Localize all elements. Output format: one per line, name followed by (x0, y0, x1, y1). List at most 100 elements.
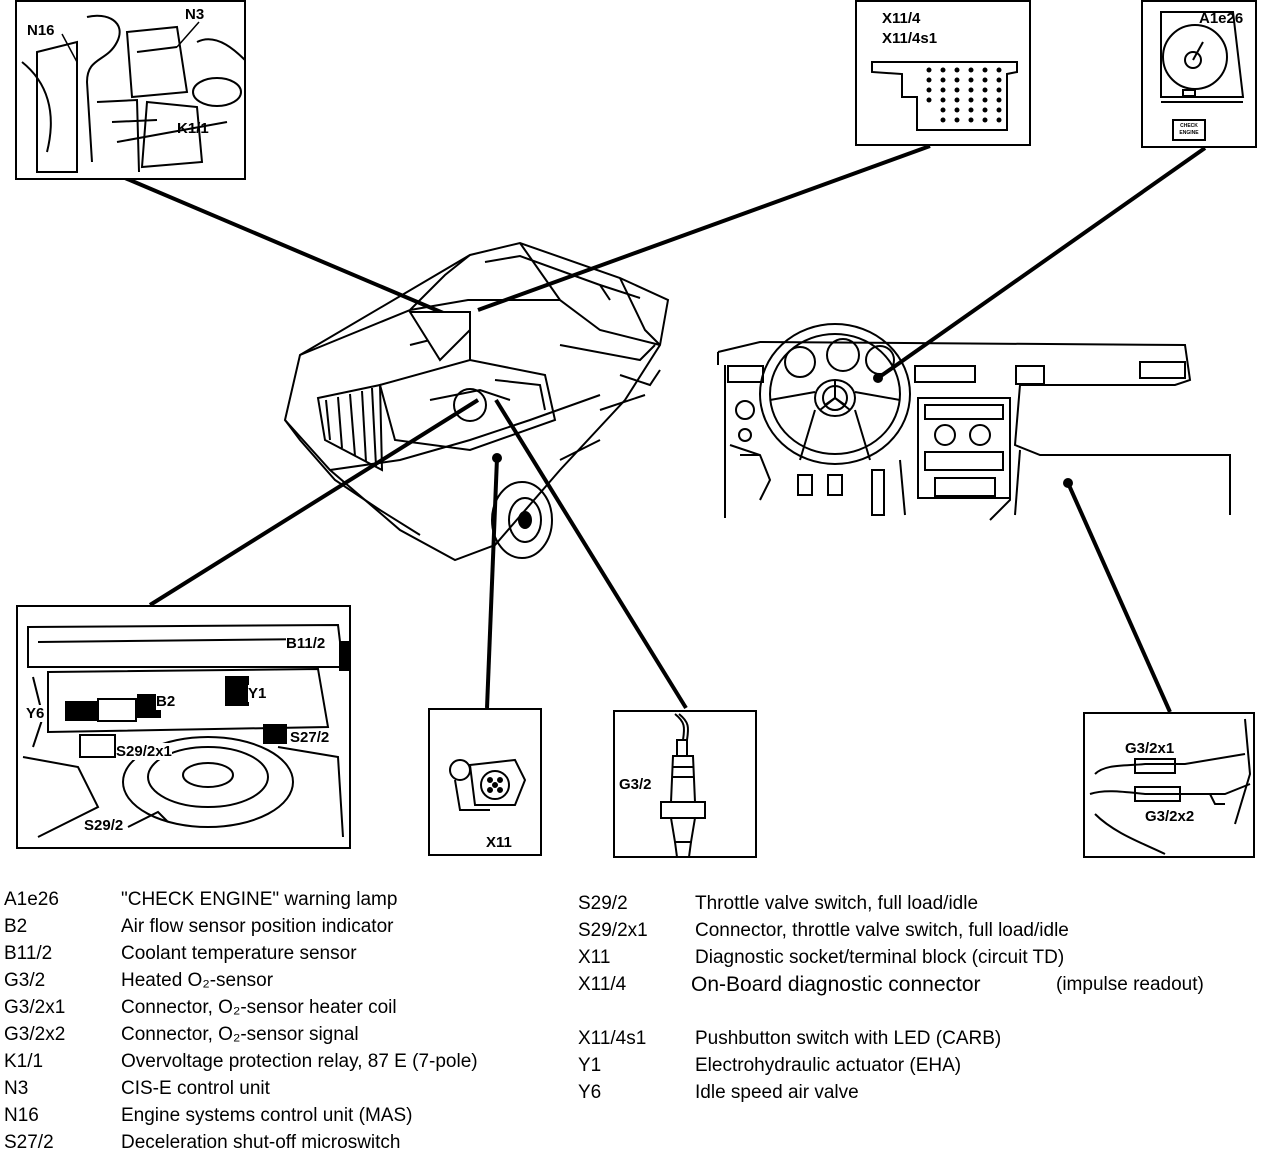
legend-code: X11/4 (578, 974, 627, 995)
legend-code: K1/1 (4, 1051, 44, 1072)
connector-pin (954, 67, 960, 73)
legend-row: B11/2 Coolant temperature sensor (4, 940, 564, 967)
legend-row: K1/1 Overvoltage protection relay, 87 E (… (4, 1048, 564, 1075)
legend-description: On-Board diagnostic connector (691, 973, 981, 996)
legend-right: S29/2 Throttle valve switch, full load/id… (578, 890, 1268, 1106)
legend-description: Connector, throttle valve switch, full l… (695, 920, 1069, 941)
legend-description: Heated O₂-sensor (121, 970, 274, 991)
callout-g3-2x2: G3/2x2 (1145, 808, 1195, 825)
connector-pin (954, 117, 960, 123)
o2-connectors-drawing (1089, 718, 1252, 855)
callout-x11-4s1: X11/4s1 (882, 30, 938, 47)
detail-box-a1e26: A1e26 CHECK ENGINE (1141, 0, 1257, 148)
legend-row: X11/4s1 Pushbutton switch with LED (CARB) (578, 1025, 1268, 1052)
legend-description: Deceleration shut-off microswitch (121, 1132, 401, 1153)
callout-n3: N3 (185, 6, 205, 23)
connector-pin (940, 97, 946, 103)
connector-pin (996, 87, 1002, 93)
callout-g3-2: G3/2 (619, 776, 652, 793)
legend-description-extra: (impulse readout) (1056, 974, 1204, 995)
legend-description: CIS-E control unit (121, 1078, 270, 1099)
legend-description: Overvoltage protection relay, 87 E (7-po… (121, 1051, 478, 1072)
legend-row: X11 Diagnostic socket/terminal block (cir… (578, 944, 1268, 971)
connector-pin (982, 117, 988, 123)
connector-pin (996, 97, 1002, 103)
legend-row: G3/2x1 Connector, O₂-sensor heater coil (4, 994, 564, 1021)
legend-code: A1e26 (4, 889, 59, 910)
connector-pin (968, 107, 974, 113)
check-engine-lamp-label: CHECK ENGINE (1179, 123, 1199, 136)
callout-x11-4: X11/4 (882, 10, 921, 27)
legend-row: A1e26 "CHECK ENGINE" warning lamp (4, 886, 564, 913)
connector-pin (954, 107, 960, 113)
connector-pin (968, 117, 974, 123)
connector-pin (982, 87, 988, 93)
legend-code: G3/2x2 (4, 1024, 66, 1045)
connector-pin (926, 87, 932, 93)
legend-code: B11/2 (4, 943, 53, 964)
legend-description: Electrohydraulic actuator (EHA) (695, 1055, 962, 1076)
legend-code: S29/2x1 (578, 920, 648, 941)
connector-pin (954, 97, 960, 103)
connector-pin (968, 67, 974, 73)
callout-b11-2: B11/2 (286, 635, 326, 652)
connector-pin (982, 97, 988, 103)
legend-row: Y1 Electrohydraulic actuator (EHA) (578, 1052, 1268, 1079)
callout-y6: Y6 (26, 705, 45, 722)
detail-box-engine-bay: B11/2 Y1 Y6 B2 S29/2x1 S27/2 S29/2 (16, 605, 351, 849)
connector-pin (926, 97, 932, 103)
detail-box-g3-2: G3/2 (613, 710, 757, 858)
legend-row: X11/4 On-Board diagnostic connector (impul… (578, 971, 1268, 1025)
connector-pin (926, 77, 932, 83)
legend-description: Idle speed air valve (695, 1082, 859, 1103)
callout-a1e26: A1e26 (1199, 10, 1244, 27)
legend-description: Connector, O₂-sensor heater coil (121, 997, 397, 1018)
legend-description: Engine systems control unit (MAS) (121, 1105, 413, 1126)
callout-s29-2: S29/2 (84, 817, 124, 834)
connector-pin (926, 67, 932, 73)
legend-description: Diagnostic socket/terminal block (circui… (695, 947, 1065, 968)
connector-pin (968, 77, 974, 83)
legend-code: S27/2 (4, 1132, 54, 1153)
legend-code: N16 (4, 1105, 39, 1126)
callout-s27-2: S27/2 (290, 729, 330, 746)
x11-socket-drawing (449, 758, 527, 811)
connector-pin (940, 107, 946, 113)
callout-s29-2x1: S29/2x1 (116, 743, 172, 760)
diagram-drawing (124, 144, 1231, 713)
legend-code: S29/2 (578, 893, 628, 914)
legend-row: S29/2x1 Connector, throttle valve switch,… (578, 917, 1268, 944)
legend-description: Throttle valve switch, full load/idle (695, 893, 979, 914)
legend-code: Y1 (578, 1055, 602, 1076)
callout-x11: X11 (486, 834, 512, 851)
legend-row: Y6 Idle speed air valve (578, 1079, 1268, 1106)
legend-code: G3/2x1 (4, 997, 66, 1018)
connector-pin (996, 107, 1002, 113)
dashboard-drawing (717, 323, 1231, 521)
legend-row: S29/2 Throttle valve switch, full load/id… (578, 890, 1268, 917)
connector-pin (940, 87, 946, 93)
callout-k1-1: K1/1 (177, 120, 209, 137)
x11-4-connector-drawing (871, 61, 1018, 131)
legend-description: Pushbutton switch with LED (CARB) (695, 1028, 1002, 1049)
legend-description: Air flow sensor position indicator (121, 916, 394, 937)
legend-code: X11 (578, 947, 611, 968)
legend-row: N16 Engine systems control unit (MAS) (4, 1102, 564, 1129)
legend-code: X11/4s1 (578, 1028, 647, 1049)
connector-pin (982, 77, 988, 83)
legend-description: Coolant temperature sensor (121, 943, 357, 964)
legend-row: G3/2 Heated O₂-sensor (4, 967, 564, 994)
o2-sensor-drawing (660, 713, 706, 856)
legend-code: Y6 (578, 1082, 602, 1103)
instrument-cluster-drawing (1160, 11, 1245, 141)
connector-pin (982, 107, 988, 113)
legend-code: G3/2 (4, 970, 46, 991)
legend-description: "CHECK ENGINE" warning lamp (121, 889, 398, 910)
mercedes-star-icon (822, 385, 848, 411)
connector-pin (954, 87, 960, 93)
detail-box-g3-2-connectors: G3/2x1 G3/2x2 (1083, 712, 1255, 858)
